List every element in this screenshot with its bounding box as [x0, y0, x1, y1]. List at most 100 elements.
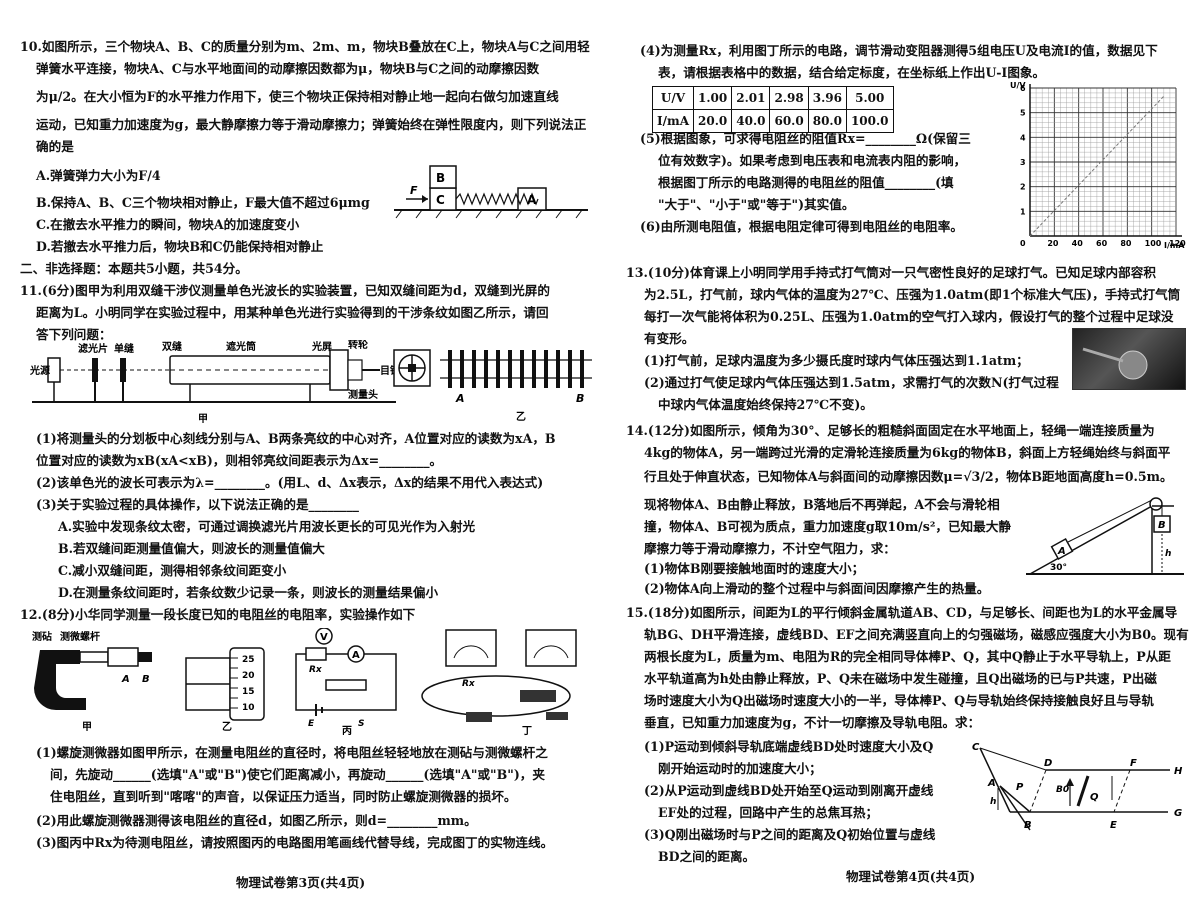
graph-y-label: U/V — [1010, 81, 1026, 90]
q11-fig-caption-b: 乙 — [516, 411, 526, 423]
q12-fig-caption-b: 乙 — [222, 721, 232, 733]
q13-part-2a: (2)通过打气使足球内气体压强达到1.5atm，求需打气的次数N(打气过程 — [644, 375, 1059, 390]
graph-x-tick: 60 — [1096, 239, 1108, 248]
left-footer: 物理试卷第3页(共4页) — [236, 875, 366, 890]
q13-line-2: 为2.5L，打气前，球内气体的温度为27℃、压强为1.0atm(即1个标准大气压… — [644, 287, 1181, 302]
q10-option-b: B.保持A、B、C三个物块相对静止，F最大值不超过6μmg — [36, 195, 370, 210]
q15-fig-a: A — [987, 778, 996, 789]
q15-fig-h: H — [1174, 766, 1183, 777]
q11-fig-mark-b: B — [576, 392, 584, 405]
table-cell: 5.00 — [845, 86, 894, 110]
q11-fig-label-double-slit: 双缝 — [162, 340, 182, 353]
q12-part-1b: 间，先旋动______(选填"A"或"B")使它们距离减小，再旋动______(… — [50, 767, 545, 782]
q11-line-3: 答下列问题： — [36, 327, 112, 342]
q14-fig-a: A — [1057, 546, 1066, 557]
q12-fig-caption-c: 丙 — [342, 725, 352, 737]
q12-fig-switch: S — [358, 719, 364, 729]
q14-line-4: 现将物体A、B由静止释放，B落地后不再弹起，A不会与滑轮相 — [644, 497, 1000, 512]
graph-y-tick: 4 — [1020, 133, 1026, 142]
q11-line-2: 距离为L。小明同学在实验过程中，用某种单色光进行实验得到的干涉条纹如图乙所示，请… — [36, 305, 549, 320]
q15-line-1: 15.(18分)如图所示，间距为L的平行倾斜金属轨道AB、CD，与足够长、间距也… — [626, 605, 1178, 620]
right-footer: 物理试卷第4页(共4页) — [846, 869, 976, 884]
q11-line-1: 11.(6分)图甲为利用双缝干涉仪测量单色光波长的实验装置，已知双缝间距为d，双… — [20, 283, 550, 298]
q11-fig-label-screen: 光屏 — [311, 340, 332, 353]
q10-option-c: C.在撤去水平推力的瞬间，物块A的加速度变小 — [36, 217, 300, 232]
q14-incline-figure: A B h 30° — [1026, 497, 1184, 575]
q10-line-4: 运动，已知重力加速度为g，最大静摩擦力等于滑动摩擦力；弹簧始终在弹性限度内，则下… — [36, 117, 587, 132]
q11-part-2: (2)该单色光的波长可表示为λ=________。(用L、d、Δx表示，Δx的结… — [36, 475, 544, 490]
table-row: I/mA 20.0 40.0 60.0 80.0 100.0 — [651, 109, 894, 133]
graph-y-tick: 1 — [1020, 207, 1026, 216]
football-pump-photo — [1072, 328, 1186, 390]
q15-rails-figure: C D F H A P Q B0 h B E G — [972, 742, 1183, 831]
q15-fig-b0: B0 — [1056, 785, 1069, 795]
q10-line-5: 确的是 — [36, 139, 74, 154]
q12-part-5c: 根据图丁所示的电路测得的电阻丝的阻值________(填 — [658, 175, 954, 190]
q11-fig-label-wheel: 转轮 — [348, 340, 368, 351]
graph-x-label: I/mA — [1164, 241, 1185, 250]
q12-fig-voltmeter: V — [320, 632, 328, 643]
q13-part-2b: 中球内气体温度始终保持27℃不变)。 — [658, 397, 873, 412]
q12-fig-rx: Rx — [309, 665, 323, 675]
table-cell: 2.01 — [731, 86, 771, 110]
q14-part-1: (1)物体B刚要接触地面时的速度大小； — [644, 561, 865, 576]
q11-fig-label-head: 测量头 — [348, 388, 378, 401]
table-cell: 1.00 — [693, 86, 733, 110]
graph-grid — [1029, 87, 1177, 237]
q15-part-2b: EF处的过程，回路中产生的总焦耳热； — [658, 805, 879, 820]
section-2-heading: 二、非选择题：本题共5小题，共54分。 — [20, 261, 248, 276]
graph-x-tick: 120 — [1169, 239, 1186, 248]
q10-option-a: A.弹簧弹力大小为F/4 — [36, 168, 161, 183]
q14-fig-h: h — [1165, 549, 1171, 559]
table-cell: 40.0 — [731, 109, 771, 133]
q12-part-5a: (5)根据图象，可求得电阻丝的阻值Rx=________Ω(保留三 — [640, 131, 971, 146]
q12-part-1a: (1)螺旋测微器如图甲所示，在测量电阻丝的直径时，将电阻丝轻轻地放在测砧与测微螺… — [36, 745, 548, 760]
q11-option-c: C.减小双缝间距，测得相邻条纹间距变小 — [58, 563, 287, 578]
q12-fig-rx-2: Rx — [462, 679, 476, 689]
q15-fig-b: B — [1024, 820, 1032, 831]
q12-fig-scale-10: 10 — [242, 703, 255, 713]
q12-fig-mark-a: A — [121, 674, 130, 685]
q14-fig-angle: 30° — [1050, 563, 1067, 573]
table-cell: 20.0 — [693, 109, 733, 133]
q15-fig-c: C — [972, 742, 980, 753]
q15-line-2: 轨BG、DH平滑连接，虚线BD、EF之间充满竖直向上的匀强磁场，磁感应强度大小为… — [644, 627, 1189, 642]
q11-fig-label-tube: 遮光筒 — [226, 340, 256, 353]
graph-y-tick: 2 — [1020, 183, 1026, 192]
q12-fig-caption-a: 甲 — [82, 721, 92, 733]
q12-figures: 测砧 测微螺杆 A B 甲 25 20 15 10 乙 V A Rx E S 丙 — [32, 628, 577, 737]
q11-part-1a: (1)将测量头的分划板中心刻线分别与A、B两条亮纹的中心对齐，A位置对应的读数为… — [36, 431, 556, 446]
q12-heading: 12.(8分)小华同学测量一段长度已知的电阻丝的电阻率，实验操作如下 — [20, 607, 416, 622]
graph-x-tick: 40 — [1072, 239, 1084, 248]
q15-fig-g: G — [1174, 808, 1182, 819]
q13-line-1: 13.(10分)体育课上小明同学用手持式打气筒对一只气密性良好的足球打气。已知足… — [626, 265, 1156, 280]
q12-fig-mark-b: B — [142, 674, 150, 685]
q11-apparatus-figure: 光源 滤光片 单缝 双缝 遮光筒 光屏 转轮 目镜 测量头 甲 — [30, 340, 400, 425]
q15-line-3: 两根长度为L，质量为m、电阻为R的完全相同导体棒P、Q，其中Q静止于水平导轨上，… — [644, 649, 1171, 664]
q15-line-6: 垂直，已知重力加速度为g，不计一切摩擦及导轨电阻。求： — [644, 715, 981, 730]
q14-line-6: 摩擦力等于滑动摩擦力，不计空气阻力，求： — [644, 541, 896, 556]
q15-part-3b: BD之间的距离。 — [658, 849, 756, 864]
q15-fig-e: E — [1110, 820, 1117, 831]
q15-fig-p: P — [1016, 782, 1024, 793]
graph-y-tick: 3 — [1020, 158, 1026, 167]
q11-fig-label-filter: 滤光片 — [78, 342, 108, 355]
graph-origin: 0 — [1020, 239, 1026, 248]
q13-line-4: 有变形。 — [644, 331, 695, 346]
q12-fig-scale-25: 25 — [242, 655, 255, 665]
q11-option-d: D.在测量条纹间距时，若条纹数少记录一条，则波长的测量结果偏小 — [58, 585, 439, 600]
q11-part-3: (3)关于实验过程的具体操作，以下说法正确的是________ — [36, 497, 359, 512]
q15-part-1b: 刚开始运动时的加速度大小； — [658, 761, 822, 776]
table-cell: 80.0 — [807, 109, 847, 133]
table-cell: 3.96 — [807, 86, 847, 110]
q12-fig-anvil: 测砧 — [32, 630, 52, 643]
q10-fig-b: B — [436, 171, 445, 185]
q12-fig-emf: E — [308, 719, 315, 729]
graph-y-tick: 5 — [1020, 109, 1026, 118]
table-cell: 100.0 — [845, 109, 894, 133]
q11-fig-caption-a: 甲 — [198, 413, 208, 425]
q12-part-2: (2)用此螺旋测微器测得该电阻丝的直径d，如图乙所示，则d=________mm… — [36, 813, 477, 828]
q12-part-3: (3)图丙中Rx为待测电阻丝，请按照图丙的电路图用笔画线代替导线，完成图丁的实物… — [36, 835, 554, 850]
q11-fig-label-source: 光源 — [30, 364, 50, 377]
